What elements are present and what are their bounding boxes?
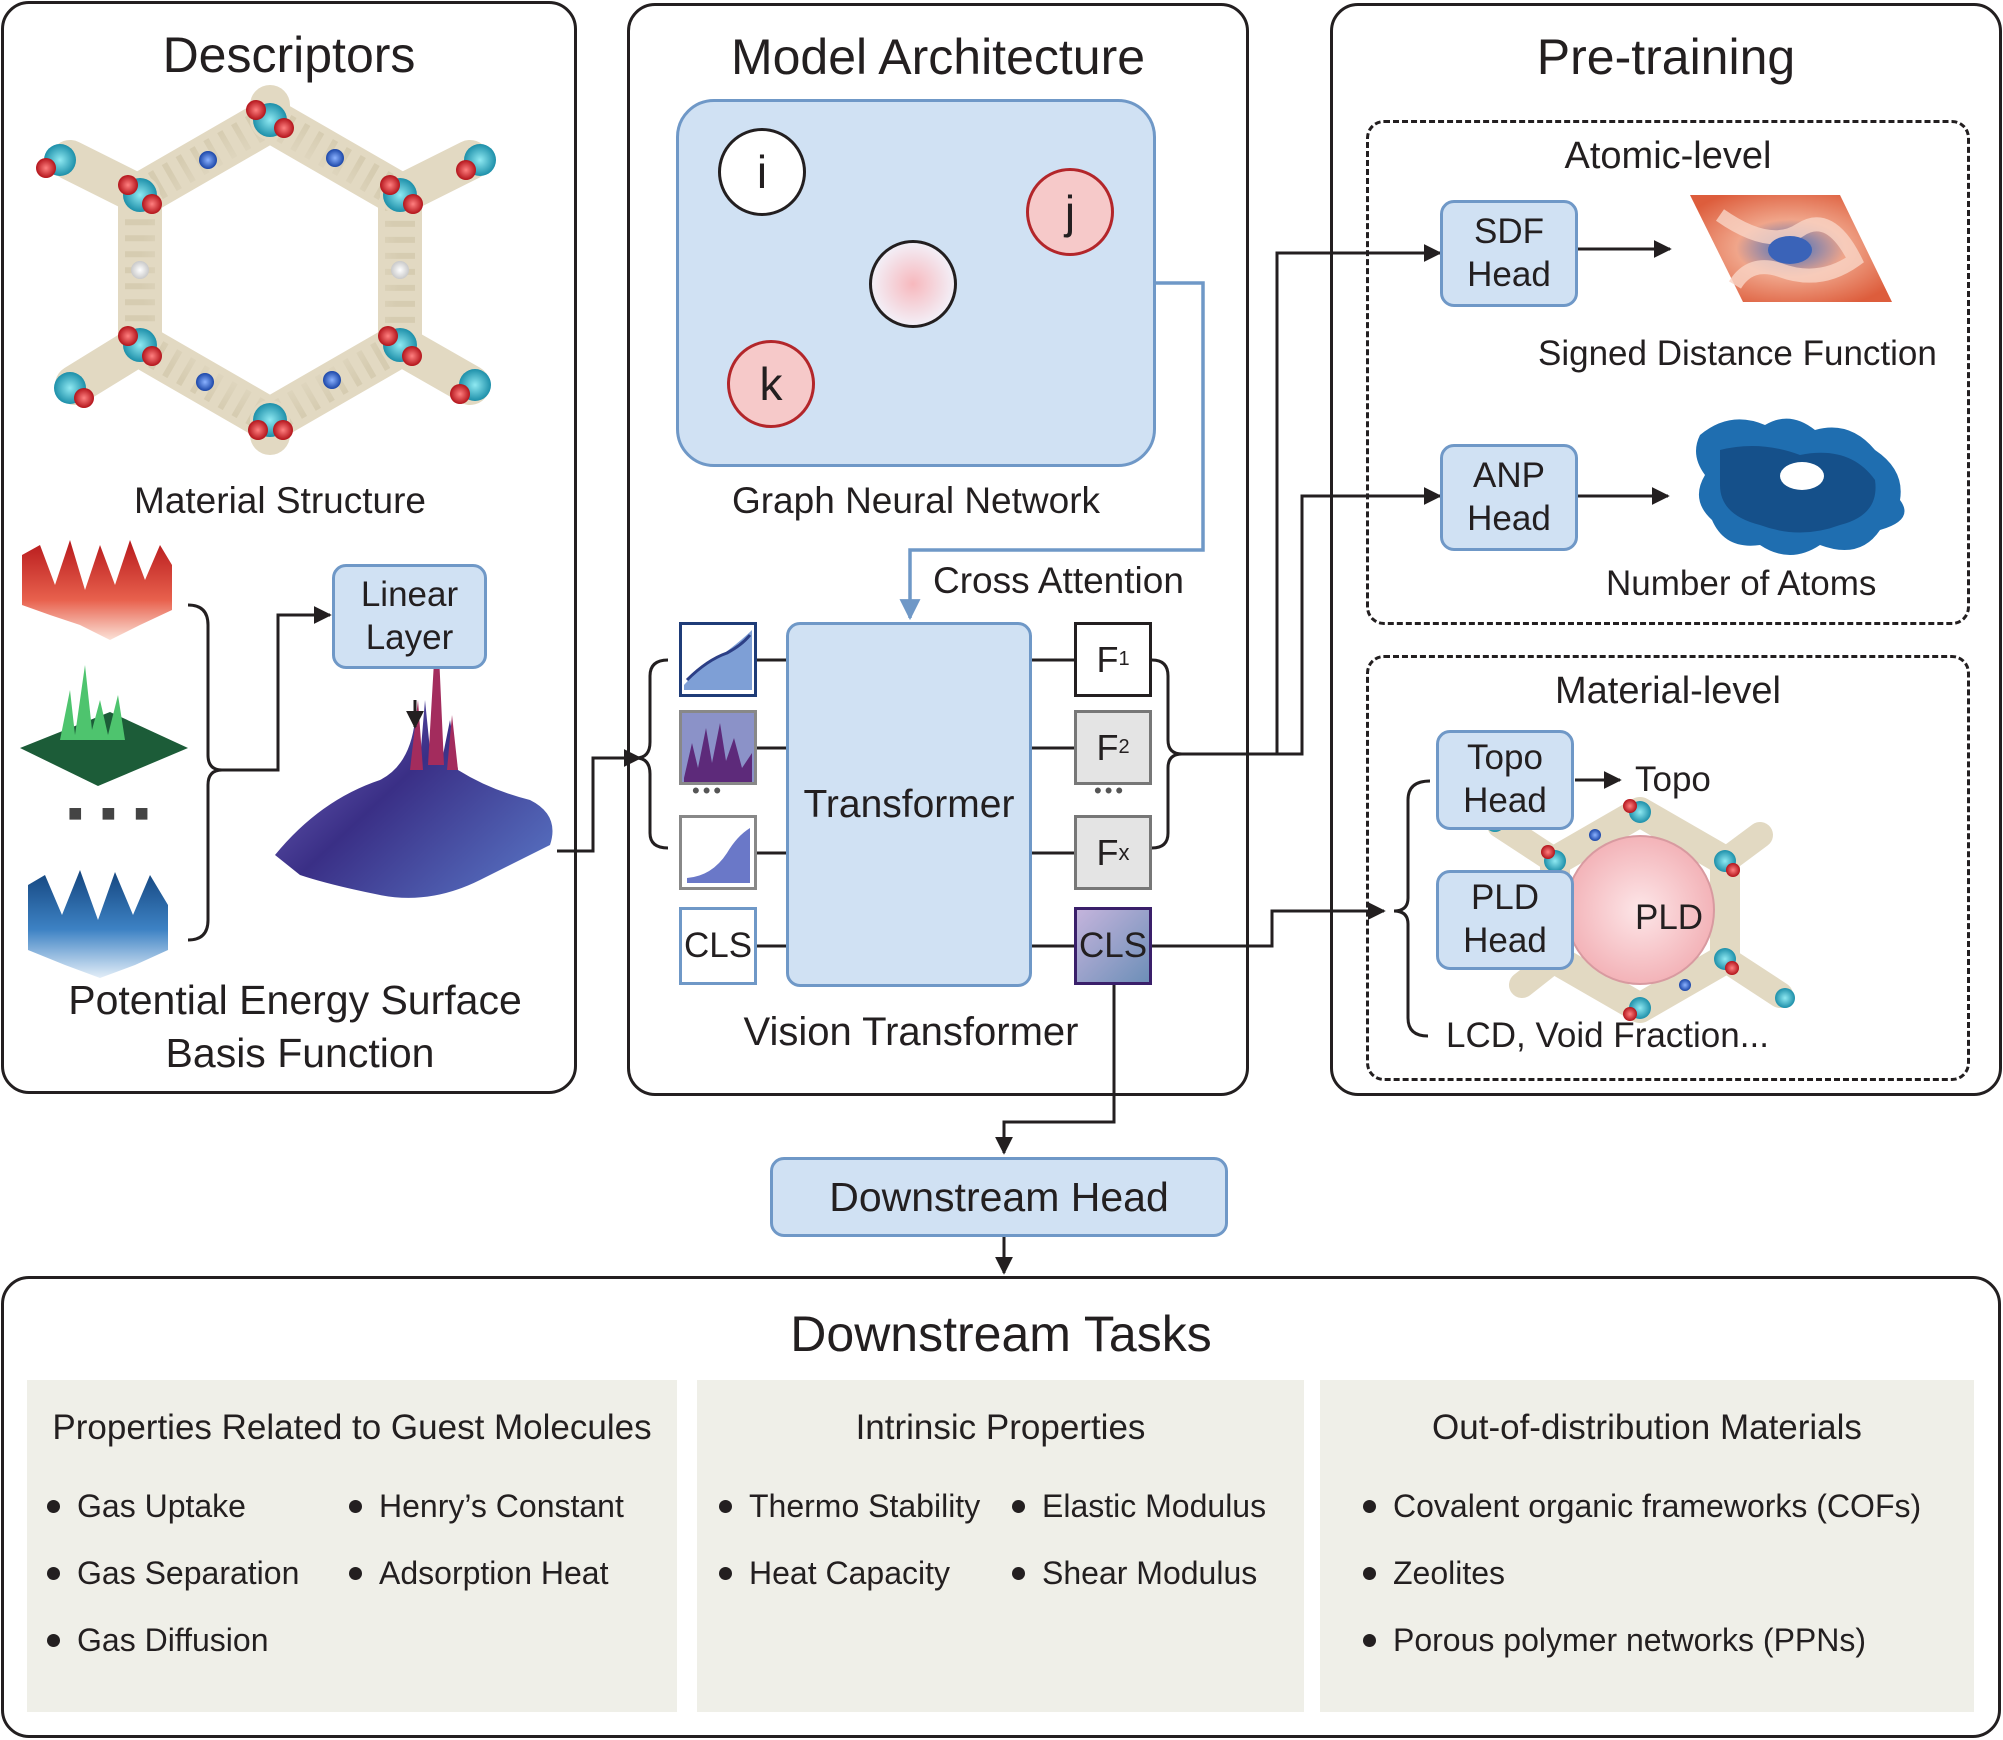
topo-label: Topo [1635,760,1711,799]
anp-head-box: ANP Head [1440,444,1578,551]
task-shear-modulus: Shear Modulus [1011,1555,1258,1591]
lcd-label: LCD, Void Fraction... [1446,1016,1769,1055]
pretraining-title: Pre-training [1536,29,1796,85]
downstream-tasks-panel: Downstream Tasks [1,1276,2001,1738]
pes-combined-surface [275,610,553,898]
sdf-image [1690,195,1892,302]
output-cls-token: CLS [1074,907,1152,985]
transformer-box: Transformer [786,622,1032,987]
material-structure-label: Material Structure [134,480,426,521]
vit-label: Vision Transformer [743,1010,1079,1054]
pes-ellipsis: ■ ■ ■ [68,800,155,827]
intrinsic-properties-box: Intrinsic Properties Thermo Stability El… [697,1380,1304,1712]
anp-label: Number of Atoms [1606,564,1877,603]
pes-surface-green [20,665,188,786]
gnn-node-center [869,240,957,328]
task-elastic-modulus: Elastic Modulus [1011,1488,1267,1524]
intrinsic-properties-heading: Intrinsic Properties [855,1408,1146,1447]
model-architecture-panel: Model Architecture [627,3,1249,1096]
pretraining-panel: Pre-training [1330,3,2002,1096]
ood-materials-heading: Out-of-distribution Materials [1432,1408,1862,1447]
linear-layer-box: Linear Layer [332,564,487,669]
atomic-level-box: Atomic-level [1366,120,1970,625]
patch-dots: ••• [692,778,725,803]
task-gas-diffusion: Gas Diffusion [47,1622,269,1658]
gnn-label: Graph Neural Network [731,480,1101,521]
material-level-box: Material-level [1366,655,1970,1081]
pes-label-line2: Basis Function [165,1030,435,1076]
sdf-label: Signed Distance Function [1538,334,1937,373]
gnn-node-j: j [1026,168,1114,256]
guest-properties-box: Properties Related to Guest Molecules Ga… [27,1380,677,1712]
task-thermo-stability: Thermo Stability [718,1488,981,1524]
anp-image [1696,418,1905,555]
patch-x [679,815,757,890]
material-level-title: Material-level [1555,670,1781,712]
cross-attention-label: Cross Attention [933,560,1184,601]
task-ppns: Porous polymer networks (PPNs) [1362,1622,1867,1658]
task-adsorption-heat: Adsorption Heat [348,1555,609,1591]
patch-cls-token: CLS [679,907,757,985]
task-henrys-constant: Henry’s Constant [349,1488,624,1524]
gnn-node-i: i [718,128,806,216]
patch-2 [679,710,757,785]
guest-properties-heading: Properties Related to Guest Molecules [52,1408,652,1447]
pld-head-box: PLD Head [1436,870,1574,970]
task-cofs: Covalent organic frameworks (COFs) [1362,1488,1922,1524]
model-architecture-title: Model Architecture [730,29,1146,85]
sdf-head-box: SDF Head [1440,200,1578,307]
pld-label: PLD [1635,898,1704,937]
material-structure-image [36,85,496,455]
task-heat-capacity: Heat Capacity [719,1555,950,1591]
gnn-node-k: k [727,340,815,428]
descriptors-panel: Descriptors [1,1,577,1094]
ood-materials-box: Out-of-distribution Materials Covalent o… [1320,1380,1974,1712]
task-gas-separation: Gas Separation [46,1555,300,1591]
atomic-level-title: Atomic-level [1564,135,1772,177]
pes-label-line1: Potential Energy Surface [68,977,522,1023]
task-zeolites: Zeolites [1362,1555,1506,1591]
pes-surface-blue [28,870,168,978]
task-gas-uptake: Gas Uptake [47,1488,246,1524]
descriptors-title: Descriptors [162,27,416,83]
topo-head-box: Topo Head [1436,730,1574,830]
patch-1 [679,622,757,697]
feature-dots: ••• [1094,778,1127,803]
downstream-tasks-title: Downstream Tasks [790,1306,1212,1362]
downstream-head-box: Downstream Head [770,1157,1228,1237]
pes-surface-red [22,540,172,640]
